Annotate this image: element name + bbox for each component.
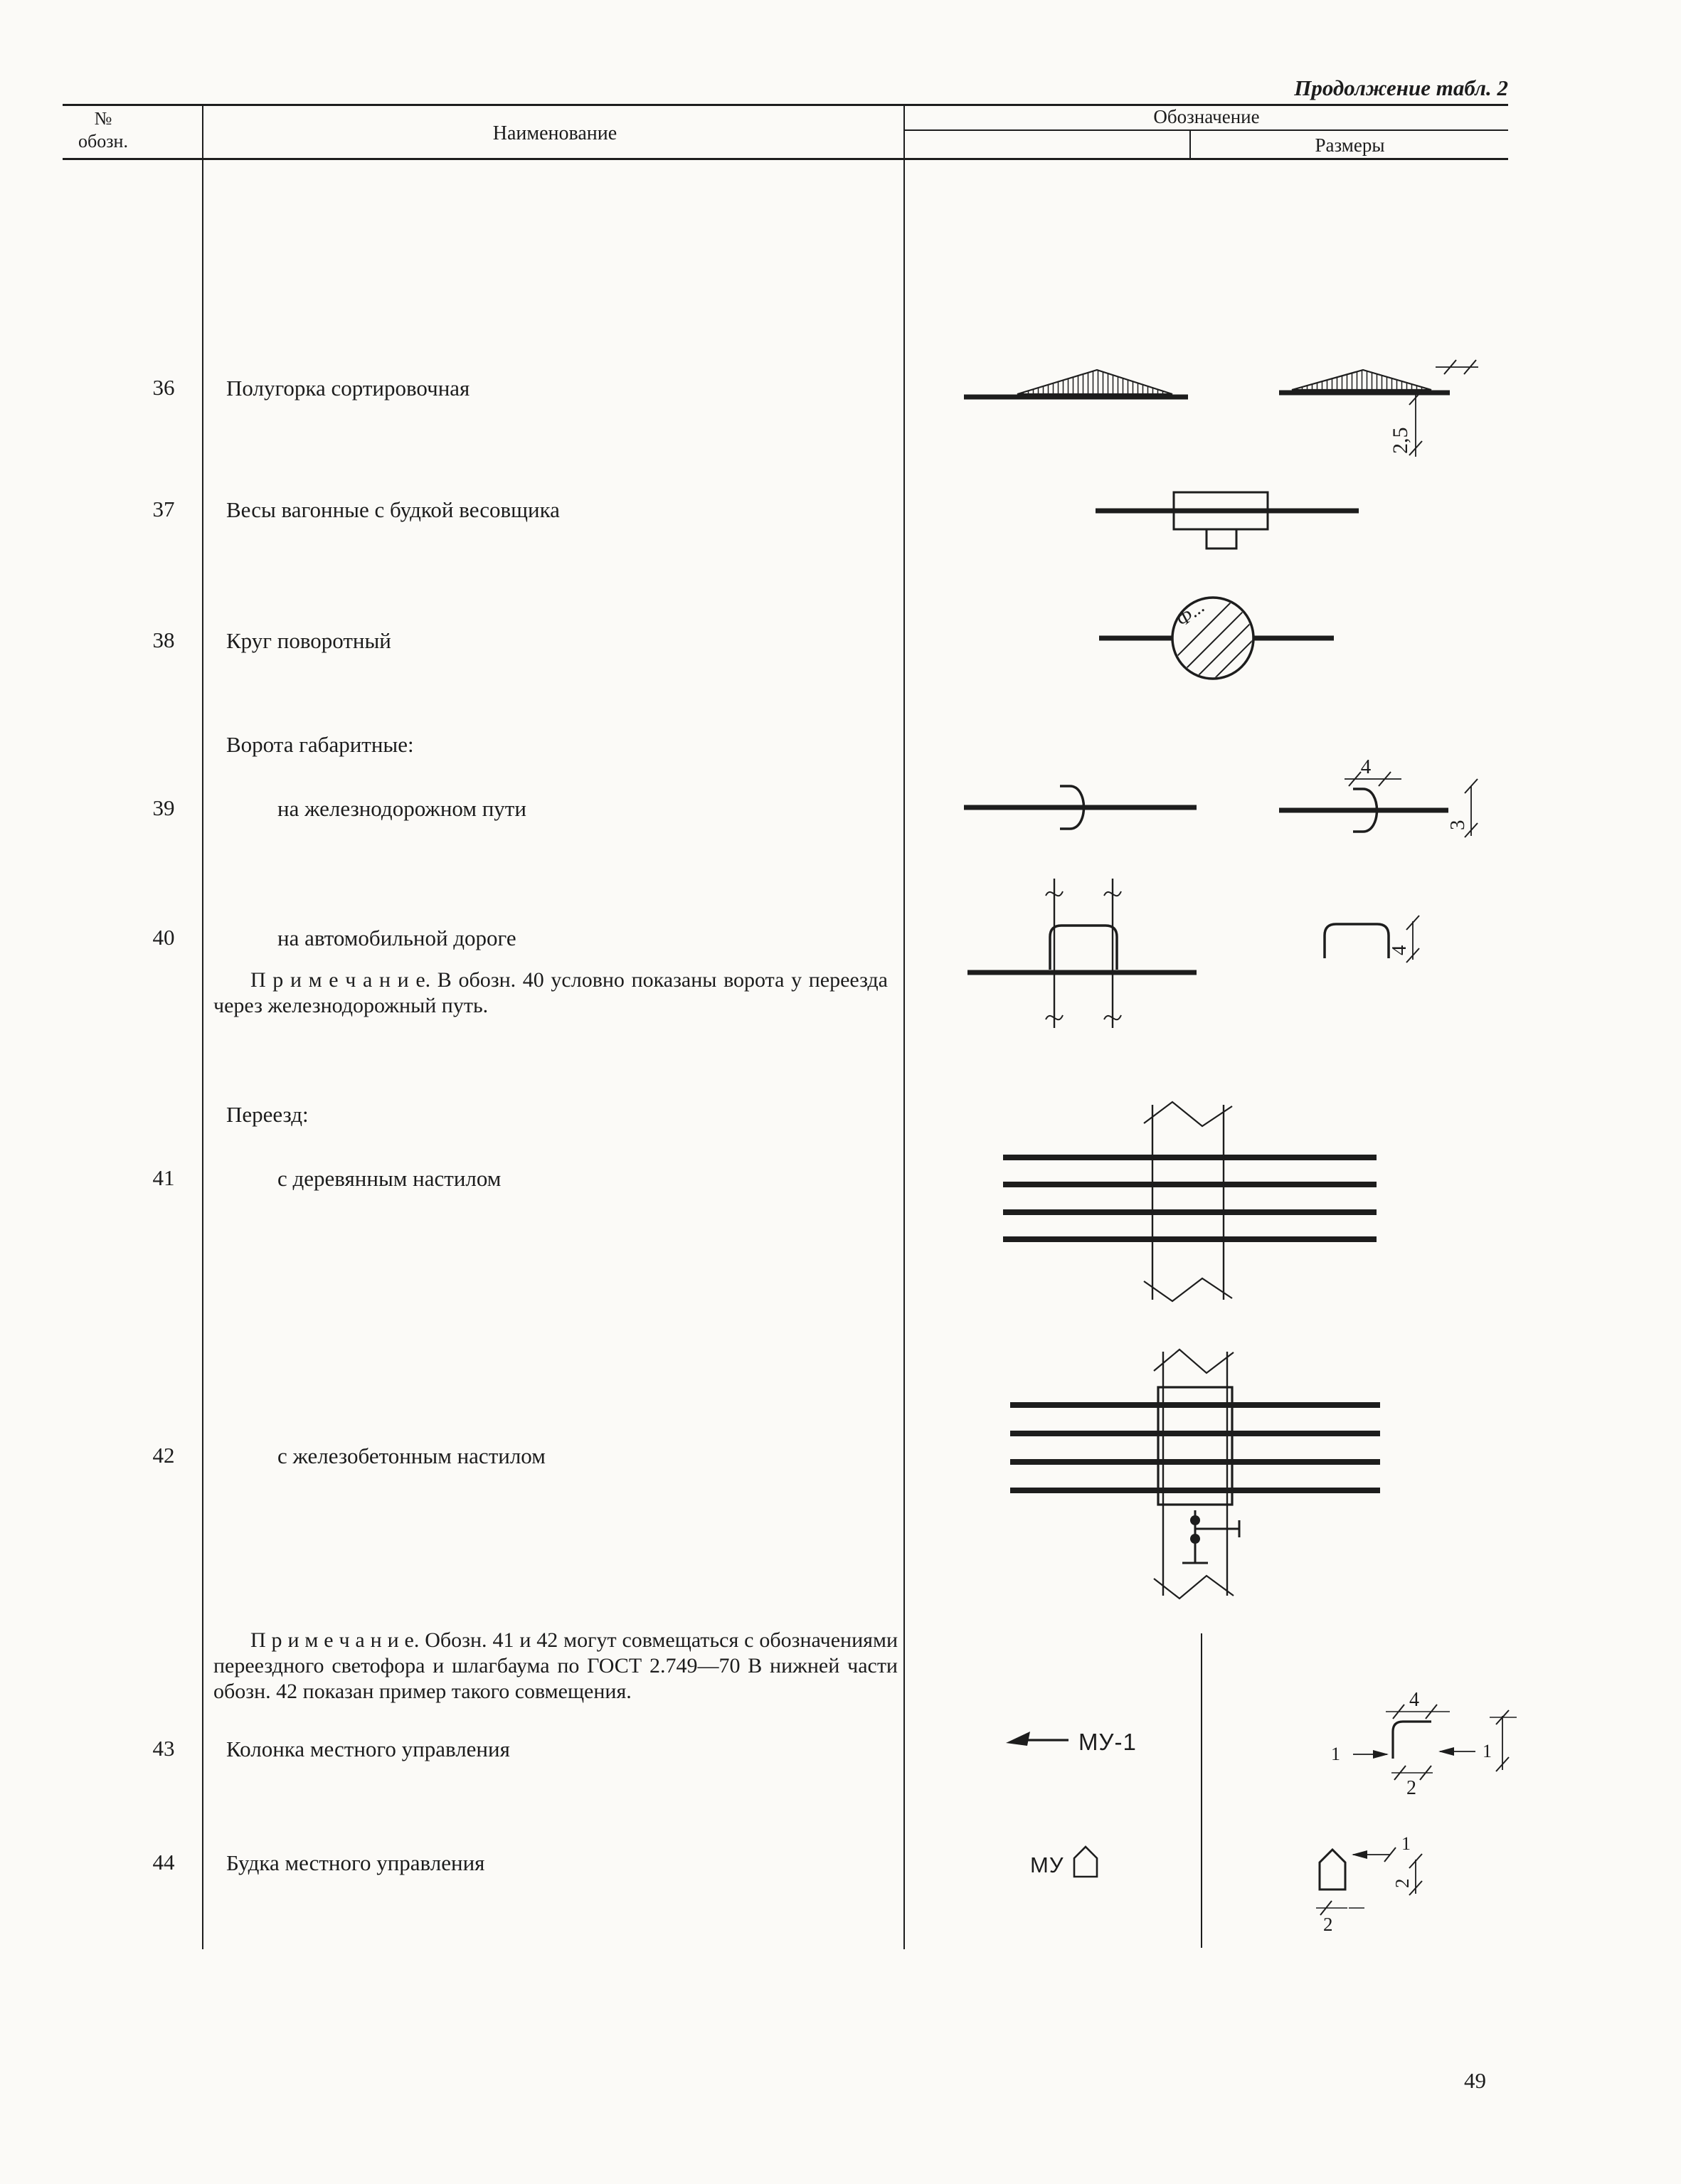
group-crossing-label: Переезд:	[226, 1102, 309, 1127]
continuation-note: Продолжение табл. 2	[1294, 75, 1508, 100]
dim-label-4: 4	[1409, 1689, 1419, 1711]
dim-label-2-bottom: 2	[1323, 1914, 1333, 1935]
table-header-bottom-rule	[63, 158, 1508, 160]
dim-arrow-right-icon	[1373, 1750, 1389, 1759]
dim-label-1-right: 1	[1483, 1741, 1492, 1761]
dim-label-4: 4	[1388, 945, 1411, 955]
row-36-name: Полугорка сортировочная	[226, 376, 470, 401]
dim-arrow-left-icon	[1438, 1747, 1454, 1756]
symbol-39-gate-railway: 4 3	[964, 756, 1478, 838]
row-39-name: на железнодорожном пути	[277, 796, 526, 821]
dim-label-2-5: 2,5	[1389, 428, 1412, 455]
row-40-number: 40	[152, 925, 175, 950]
col-divider-3-header	[1189, 129, 1191, 159]
symbol-36-sorting-hump: 2,5	[964, 359, 1478, 457]
dim-label-4: 4	[1361, 756, 1372, 778]
row-44-number: 44	[152, 1850, 175, 1875]
header-name: Наименование	[492, 122, 617, 144]
flag-icon	[1006, 1732, 1030, 1746]
group-gates-label: Ворота габаритные:	[226, 732, 414, 757]
symbol-44-control-booth: МУ 1 2 2	[1030, 1833, 1423, 1935]
page-number: 49	[1464, 2068, 1486, 2093]
dim-label-1-left: 1	[1331, 1744, 1340, 1764]
col-divider-1	[202, 104, 203, 1949]
crossing-signal-light	[1190, 1534, 1200, 1544]
header-designation: Обозначение	[1153, 106, 1260, 127]
symbol-41-crossing-wooden	[1003, 1101, 1377, 1303]
header-number-line1: №	[94, 108, 112, 129]
control-booth-label: МУ	[1030, 1852, 1064, 1877]
row-37-name: Весы вагонные с будкой весовщика	[226, 497, 560, 522]
row-43-number: 43	[152, 1736, 175, 1761]
symbol-40-gate-road: 4	[967, 879, 1420, 1028]
row-38-name: Круг поворотный	[226, 628, 391, 653]
symbol-43-control-column: МУ-1 4 2 1 1	[1006, 1689, 1517, 1799]
note-40: П р и м е ч а н и е. В обозн. 40 условно…	[213, 968, 888, 1017]
row-41-name: с деревянным настилом	[277, 1166, 502, 1191]
symbol-37-wagon-scales	[1096, 491, 1359, 550]
header-dimensions: Размеры	[1315, 134, 1385, 156]
symbol-42-crossing-concrete	[1010, 1348, 1380, 1600]
row-39-number: 39	[152, 795, 175, 820]
row-40-name: на автомобильной дороге	[277, 926, 516, 950]
symbol-38-turntable: Ф...	[1099, 595, 1334, 680]
dim-label-3: 3	[1446, 820, 1469, 831]
table-top-rule	[63, 104, 1508, 106]
dim-label-1: 1	[1401, 1833, 1411, 1854]
row-42-number: 42	[152, 1443, 175, 1468]
row-42-name: с железобетонным настилом	[277, 1443, 546, 1468]
col-divider-2	[903, 104, 905, 1949]
crossing-signal-light	[1190, 1515, 1200, 1525]
control-column-label: МУ-1	[1078, 1729, 1137, 1755]
row-43-name: Колонка местного управления	[226, 1737, 510, 1761]
col-divider-4-bottom	[1201, 1633, 1202, 1948]
row-36-number: 36	[152, 375, 175, 400]
dim-label-2-side: 2	[1391, 1879, 1413, 1889]
dim-arrow-left-icon	[1352, 1850, 1367, 1859]
row-38-number: 38	[152, 627, 175, 652]
row-37-number: 37	[152, 497, 175, 521]
header-number-line2: обозн.	[78, 131, 128, 152]
dim-label-2: 2	[1406, 1777, 1416, 1799]
row-44-name: Будка местного управления	[226, 1850, 485, 1875]
row-41-number: 41	[152, 1165, 175, 1190]
designation-sub-rule	[905, 129, 1508, 131]
note-41-42: П р и м е ч а н и е. Обозн. 41 и 42 могу…	[213, 1628, 898, 1703]
